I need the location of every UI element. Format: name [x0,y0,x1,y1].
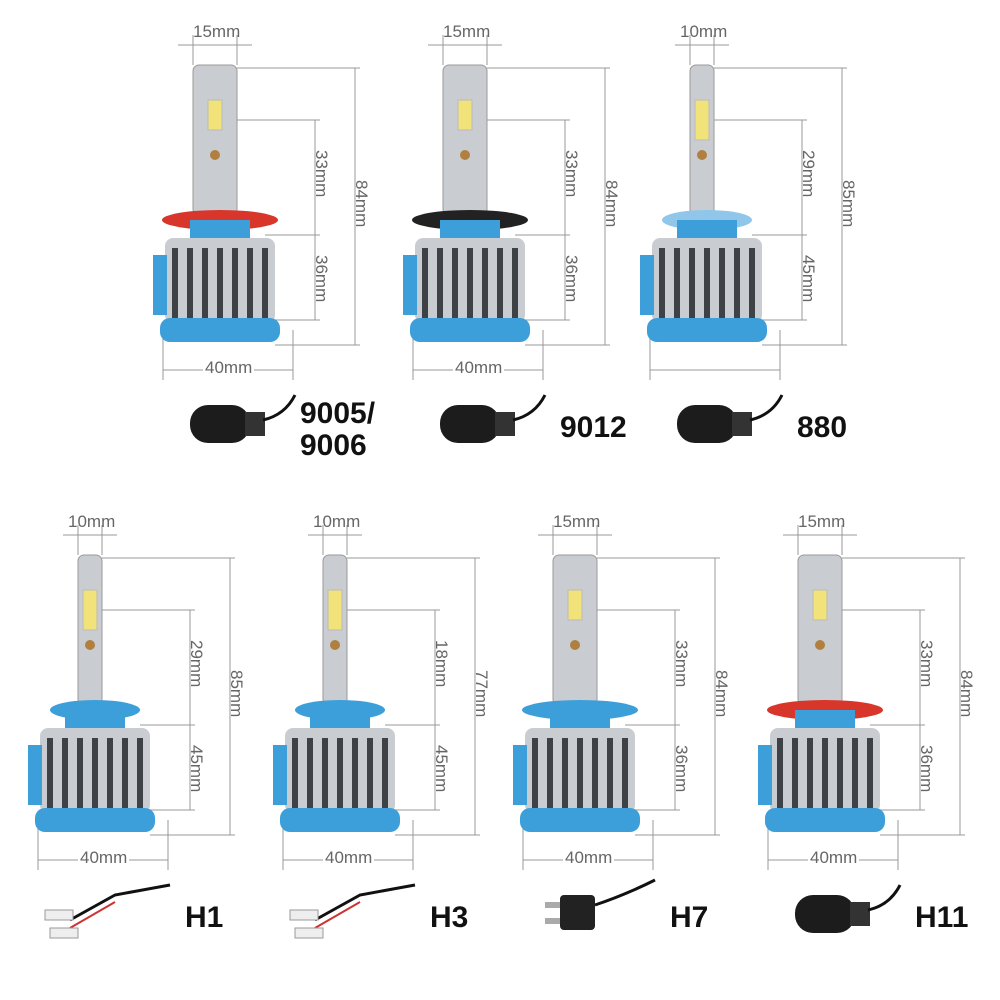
lower-height-label: 36mm [312,255,331,303]
base-width-label: 40mm [323,848,375,868]
connector-icon [677,394,784,443]
lower-height-label: 36mm [917,745,936,793]
led-chip [82,589,98,631]
led-screw [330,640,340,650]
led-chip [812,589,828,621]
connector-icon [545,878,656,930]
model-label: 880 [797,411,848,444]
led-chip [327,589,343,631]
led-screw [210,150,220,160]
blue-base [520,808,640,832]
led-screw [815,640,825,650]
upper-height-label: 33mm [312,150,331,198]
model-label: 9012 [560,411,627,444]
model-label: H3 [430,901,469,934]
lower-height-label: 45mm [799,255,818,303]
led-screw [570,640,580,650]
total-height-label: 85mm [839,180,858,228]
upper-height-label: 18mm [432,640,451,688]
blue-base [35,808,155,832]
led-tube [192,64,238,216]
led-tube [442,64,488,216]
upper-height-label: 33mm [917,640,936,688]
total-height-label: 84mm [957,670,976,718]
tip-width-label: 15mm [553,512,601,531]
led-chip [567,589,583,621]
total-height-label: 77mm [472,670,491,718]
base-width-label: 40mm [563,848,615,868]
tip-width-label: 10mm [68,512,116,531]
connector-icon [440,394,547,443]
total-height-label: 84mm [712,670,731,718]
base-width-label: 40mm [453,358,505,378]
connector-icon [289,883,416,939]
lower-height-label: 45mm [187,745,206,793]
tip-width-label: 15mm [193,22,241,41]
dimension-lines [282,525,480,870]
led-tube [797,554,843,706]
upper-height-label: 33mm [672,640,691,688]
led-chip [694,99,710,141]
led-screw [85,640,95,650]
led-chip [457,99,473,131]
tip-width-label: 15mm [443,22,491,41]
connector-icon [795,884,902,933]
upper-height-label: 29mm [187,640,206,688]
base-width-label: 40mm [808,848,860,868]
upper-height-label: 29mm [799,150,818,198]
blue-base [410,318,530,342]
model-label: 9005/ 9006 [300,397,376,462]
lower-height-label: 36mm [672,745,691,793]
tip-width-label: 10mm [313,512,361,531]
base-width-label: 40mm [203,358,255,378]
bulb-9012: 15mm 33mm 36mm 84mm 40mm 9012 [395,20,635,490]
base-width-label: 40mm [78,848,130,868]
connector-icon [44,883,171,939]
total-height-label: 84mm [352,180,371,228]
lower-height-label: 45mm [432,745,451,793]
model-label: H11 [915,901,969,934]
total-height-label: 84mm [602,180,621,228]
bulb-9005-9006: 15mm 33mm 36mm 84mm 40mm 9005/ 9006 [145,20,385,490]
dimension-lines [649,35,847,380]
model-label: H1 [185,901,224,934]
model-label: H7 [670,901,709,934]
led-chip [207,99,223,131]
tip-width-label: 10mm [680,22,728,41]
total-height-label: 85mm [227,670,246,718]
blue-base [160,318,280,342]
blue-base [647,318,767,342]
led-screw [697,150,707,160]
blue-base [765,808,885,832]
bulb-880: 10mm 29mm 45mm 85mm 880 [632,20,872,490]
blue-base [280,808,400,832]
lower-height-label: 36mm [562,255,581,303]
led-screw [460,150,470,160]
led-tube [552,554,598,706]
tip-width-label: 15mm [798,512,846,531]
connector-icon [190,394,297,443]
upper-height-label: 33mm [562,150,581,198]
